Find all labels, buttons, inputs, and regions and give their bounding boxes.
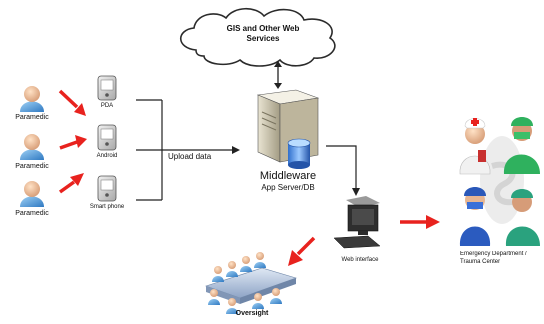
middleware-title: Middleware [259,170,317,182]
red-arrow-emergency [400,215,440,229]
cloud-label-line1: GIS and Other Web [226,24,300,33]
oversight-meeting-icon [205,252,297,314]
computer-icon [333,196,381,249]
cloud-label-line2: Services [246,34,280,43]
middleware-subtitle: App Server/DB [261,183,315,192]
device-label-pda: PDA [100,103,114,109]
pda-icon [97,75,117,101]
android-phone-icon [97,124,117,151]
emergency-team-icon [459,117,540,246]
red-arrow-1 [58,89,86,116]
paramedic-3 [20,181,44,207]
device-label-android: Android [96,153,118,159]
oversight-label: Oversight [235,310,269,317]
cloud-server-link [274,61,282,89]
upload-data-label: Upload data [168,152,212,161]
web-interface-label: Web interface [341,257,379,263]
red-arrow-3 [58,173,84,194]
red-arrow-oversight [288,236,316,266]
device-bracket [136,99,163,201]
red-arrow-2 [59,135,87,150]
device-label-smartphone: Smart phone [89,204,125,210]
database-icon [287,138,311,169]
gis-cloud [179,7,336,67]
emergency-label-line2: Trauma Center [460,259,501,265]
paramedic-label-1: Paramedic [15,114,49,121]
paramedic-1 [20,86,44,112]
paramedic-label-2: Paramedic [15,163,49,170]
emergency-label-line1: Emergency Department / [460,251,527,257]
upload-arrow [162,146,240,154]
server-web-link [326,145,360,196]
paramedic-label-3: Paramedic [15,210,49,217]
smartphone-icon [97,175,117,202]
paramedic-2 [20,134,44,160]
